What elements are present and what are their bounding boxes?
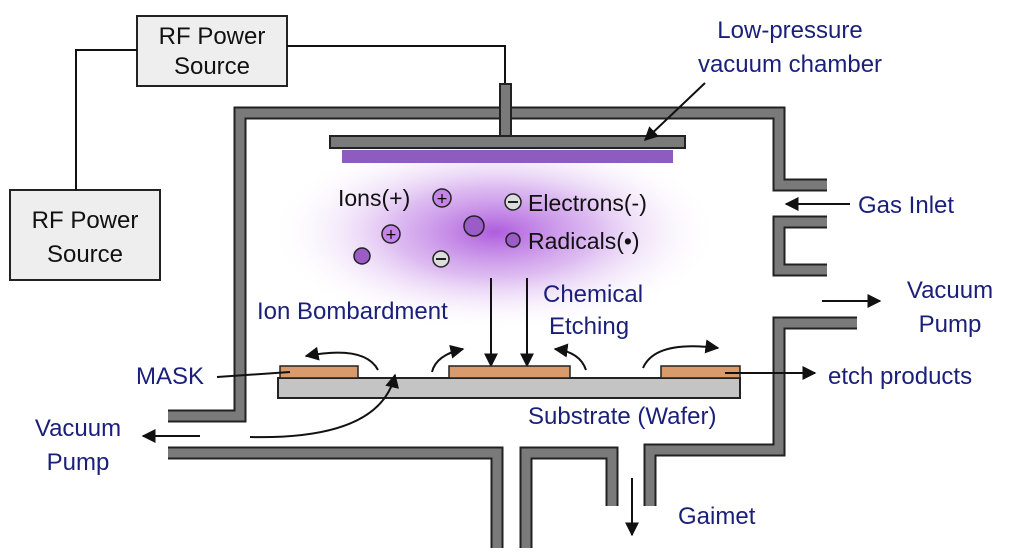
- gaimet-label: Gaimet: [678, 503, 756, 530]
- product-flow-arrow: [249, 373, 399, 439]
- ion-icon: +: [381, 224, 401, 244]
- sputter-arrow: [553, 343, 587, 371]
- gas-inlet-label: Gas Inlet: [858, 192, 954, 219]
- electrons-label: Electrons(-): [528, 190, 647, 216]
- radicals-label: Radicals(•): [528, 228, 640, 254]
- substrate-label: Substrate (Wafer): [528, 403, 717, 430]
- vacuum-pump-right-line2: Pump: [919, 311, 982, 338]
- mask-pointer: [216, 371, 291, 378]
- sputter-arrow: [431, 344, 465, 373]
- rf-top-line2: Source: [174, 53, 250, 80]
- ion-bombardment-label: Ion Bombardment: [257, 298, 448, 325]
- ion-icon: +: [432, 188, 452, 208]
- radical-icon: [505, 232, 521, 248]
- vacuum-pump-left-line2: Pump: [47, 449, 110, 476]
- svg-text:+: +: [385, 227, 397, 243]
- vacuum-pump-right-line1: Vacuum: [907, 277, 993, 304]
- rf-wire-left: [75, 49, 137, 190]
- chamber-label-line1: Low-pressure: [717, 17, 862, 44]
- chemical-etching-line2: Etching: [549, 313, 629, 340]
- sputter-arrow: [642, 339, 720, 369]
- rf-power-source-left: RF Power Source: [9, 189, 161, 281]
- svg-text:+: +: [436, 191, 448, 207]
- plasma-glow: [270, 132, 720, 332]
- sputter-arrow: [304, 346, 379, 371]
- chemical-etching-line1: Chemical: [543, 281, 643, 308]
- electrode-coating: [342, 150, 673, 163]
- substrate: [277, 377, 741, 399]
- electron-icon: [504, 193, 522, 211]
- mask-left: [279, 365, 359, 379]
- top-electrode: [329, 83, 686, 163]
- rf-left-line1: RF Power: [32, 207, 139, 234]
- chamber-label-line2: vacuum chamber: [698, 51, 882, 78]
- electron-icon: [432, 250, 450, 268]
- rf-power-source-top: RF Power Source: [136, 15, 288, 87]
- mask-center: [448, 365, 571, 379]
- etch-products-label: etch products: [828, 363, 972, 390]
- vacuum-pump-left-line1: Vacuum: [35, 415, 121, 442]
- ions-label: Ions(+): [338, 185, 410, 211]
- rf-wire-top: [287, 45, 506, 86]
- chamber-pointer-arrow: [643, 82, 706, 141]
- radical-icon: [353, 247, 371, 265]
- rf-left-line2: Source: [47, 241, 123, 268]
- mask-label: MASK: [136, 363, 204, 390]
- radical-icon: [463, 215, 485, 237]
- rf-top-line1: RF Power: [159, 23, 266, 50]
